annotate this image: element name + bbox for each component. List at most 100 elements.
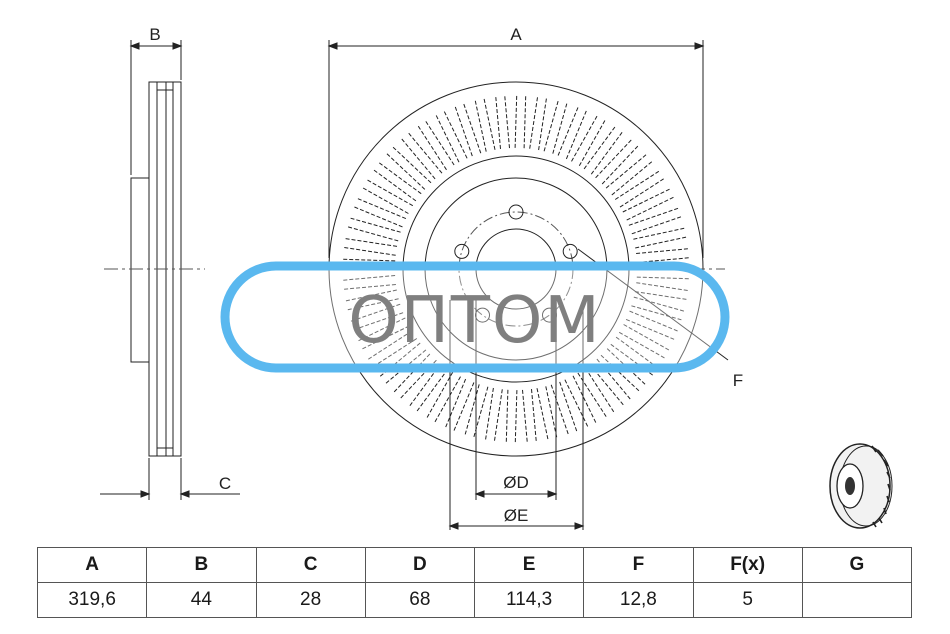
vent-line bbox=[523, 96, 527, 149]
label-c: C bbox=[219, 474, 231, 493]
vent-line bbox=[564, 379, 589, 427]
vent-line bbox=[357, 198, 407, 220]
vent-line bbox=[445, 378, 467, 428]
spec-header-cell: B bbox=[146, 547, 257, 583]
vent-line bbox=[538, 98, 547, 151]
vent-line bbox=[362, 187, 409, 214]
vent-line bbox=[434, 376, 461, 423]
vent-line bbox=[392, 146, 432, 184]
vent-line bbox=[585, 367, 615, 413]
disc-thumbnail-icon bbox=[829, 443, 893, 529]
vent-line bbox=[595, 139, 632, 179]
vent-line bbox=[345, 289, 397, 302]
label-e: ØE bbox=[504, 506, 529, 525]
vent-line bbox=[368, 330, 413, 360]
vent-line bbox=[529, 97, 538, 149]
vent-line bbox=[605, 154, 647, 189]
vent-line bbox=[454, 106, 473, 157]
label-b: B bbox=[149, 25, 160, 44]
vent-line bbox=[386, 153, 426, 190]
spec-value-cell: 12,8 bbox=[583, 582, 694, 618]
spec-table: A B C D E F F(x) G 319,6 44 28 68 114,3 … bbox=[36, 547, 913, 618]
side-view bbox=[100, 40, 240, 500]
watermark: ОПТОМ bbox=[220, 261, 730, 373]
vent-line bbox=[353, 312, 404, 331]
vent-line bbox=[531, 389, 537, 441]
vent-line bbox=[628, 207, 679, 226]
vent-line bbox=[416, 368, 449, 412]
spec-value-cell: 114,3 bbox=[473, 582, 585, 618]
vent-line bbox=[350, 217, 401, 233]
vent-line bbox=[633, 227, 685, 240]
vent-line bbox=[631, 305, 682, 321]
vent-line bbox=[344, 247, 396, 256]
vent-line bbox=[474, 100, 487, 152]
bolt-hole bbox=[508, 204, 524, 220]
vent-line bbox=[504, 96, 510, 149]
vent-line bbox=[545, 386, 558, 438]
cooling-vents bbox=[342, 95, 690, 443]
vent-line bbox=[634, 291, 687, 300]
vent-line bbox=[633, 296, 685, 312]
spec-value-cell: 68 bbox=[364, 582, 476, 618]
vent-line bbox=[619, 178, 664, 208]
spec-value-cell: 5 bbox=[692, 582, 803, 618]
vent-line bbox=[408, 132, 443, 174]
vent-line bbox=[483, 98, 496, 150]
vent-line bbox=[358, 317, 406, 342]
vent-line bbox=[514, 95, 518, 148]
vent-line bbox=[552, 103, 568, 154]
vent-line bbox=[505, 389, 509, 442]
vent-line bbox=[557, 107, 579, 156]
vent-line bbox=[350, 303, 401, 322]
vent-line bbox=[622, 188, 670, 213]
vent-line bbox=[559, 381, 578, 432]
vent-line bbox=[344, 284, 396, 290]
brake-disc-drawing: B A C F ØD ØE ОПТОМ bbox=[100, 25, 893, 530]
vent-line bbox=[583, 126, 616, 170]
vent-line bbox=[590, 132, 623, 175]
vent-line bbox=[635, 236, 687, 249]
vent-line bbox=[435, 115, 460, 163]
spec-value-cell: 44 bbox=[146, 582, 257, 618]
vent-line bbox=[601, 145, 639, 185]
vent-line bbox=[636, 248, 688, 254]
vent-line bbox=[614, 170, 660, 200]
vent-line bbox=[464, 384, 480, 435]
vent-line bbox=[600, 354, 640, 392]
vent-line bbox=[578, 120, 606, 167]
bolt-hole bbox=[454, 243, 470, 259]
spec-header-cell: F(x) bbox=[692, 547, 803, 583]
vent-line bbox=[636, 282, 688, 291]
vent-line bbox=[373, 169, 417, 202]
vent-line bbox=[629, 310, 678, 332]
vent-line bbox=[522, 389, 528, 442]
watermark-frame bbox=[220, 261, 730, 373]
vent-line bbox=[626, 196, 674, 221]
vent-line bbox=[536, 388, 549, 440]
vent-line bbox=[550, 384, 569, 435]
label-a: A bbox=[510, 25, 522, 44]
vent-line bbox=[514, 390, 518, 443]
watermark-text: ОПТОМ bbox=[348, 284, 601, 358]
vent-line bbox=[494, 389, 503, 441]
vent-line bbox=[362, 325, 410, 350]
vent-line bbox=[426, 371, 454, 418]
vent-line bbox=[485, 387, 494, 440]
vent-line bbox=[343, 258, 396, 262]
label-f: F bbox=[733, 371, 743, 390]
spec-header-cell: G bbox=[801, 547, 913, 583]
spec-header-cell: E bbox=[473, 547, 585, 583]
vent-line bbox=[611, 161, 653, 196]
vent-line bbox=[618, 331, 665, 359]
vent-line bbox=[379, 162, 422, 195]
vent-line bbox=[401, 138, 436, 180]
spec-header-cell: A bbox=[36, 547, 148, 583]
spec-value-cell: 319,6 bbox=[36, 582, 148, 618]
vent-line bbox=[367, 179, 414, 207]
vent-line bbox=[625, 318, 675, 340]
vent-line bbox=[495, 97, 501, 149]
vent-line bbox=[347, 298, 399, 311]
vent-line bbox=[443, 111, 468, 159]
vent-line bbox=[615, 336, 659, 369]
